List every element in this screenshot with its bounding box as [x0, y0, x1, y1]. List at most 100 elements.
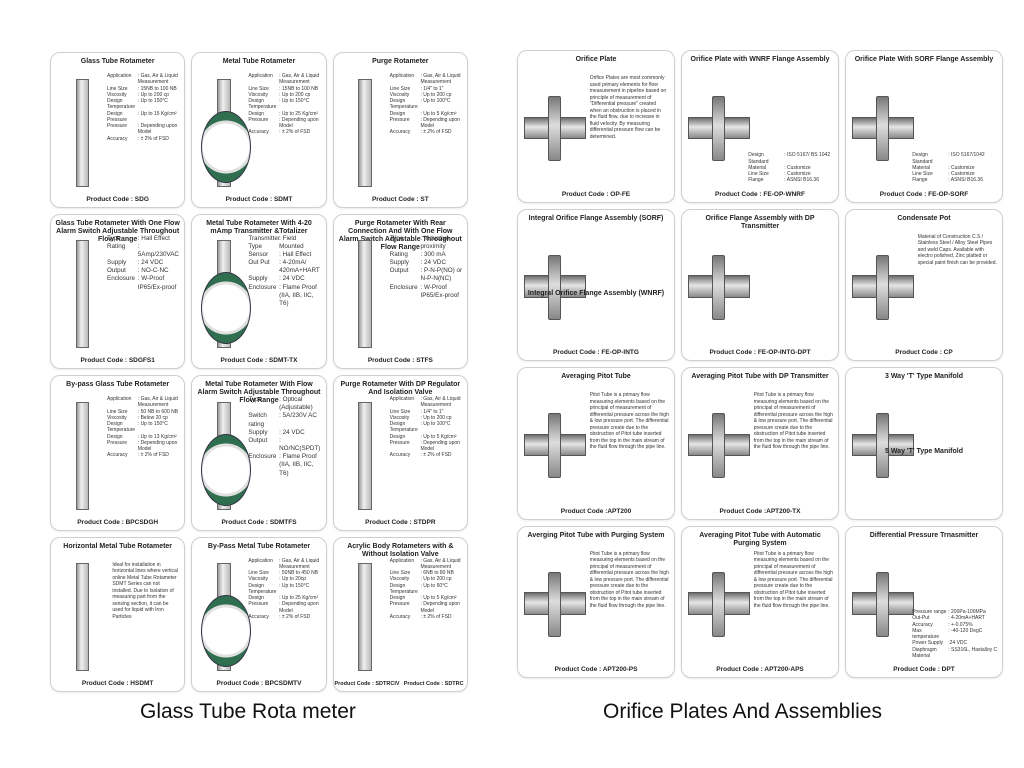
- spec-key: Viscosity: [107, 91, 127, 98]
- spec-row: Line Size: Customize: [748, 171, 834, 177]
- product-image: [524, 71, 587, 186]
- spec-value: :24 VDC: [948, 640, 968, 647]
- spec-key: Supply: [107, 259, 127, 267]
- spec-key: Accuracy: [389, 452, 411, 459]
- spec-key: Supply: [248, 428, 268, 436]
- spec-key: Enclosure: [389, 283, 418, 291]
- spec-row: Accuracy: ± 2% of FSD: [390, 129, 463, 135]
- product-image: [198, 396, 251, 514]
- spec-value: : Up to 200 cp: [420, 414, 452, 421]
- spec-row: Out-Put: 4-20mA+HART: [912, 615, 998, 621]
- spec-key: Supply: [248, 275, 268, 283]
- spec-value: : 5A/230V AC: [279, 412, 317, 420]
- spec-key: Type: [248, 396, 262, 403]
- spec-value: : W-Proof IP65/Ex-proof: [420, 283, 459, 299]
- product-title: Orifice Plate with WNRF Flange Assembly: [690, 56, 830, 63]
- flange: [875, 413, 889, 479]
- spec-row: Switch rating: 5A/230V AC: [248, 412, 321, 428]
- spec-row: Design Pressure: Up to 15 Kg/cm²: [107, 111, 180, 124]
- spec-value: : 15NB to 100 NB: [137, 85, 177, 92]
- product-title: Orifice Plate With SORF Flange Assembly: [854, 56, 994, 63]
- spec-value: : 24 VDC: [279, 428, 305, 436]
- spec-row: Design Temperature: Up to 100°C: [390, 98, 463, 111]
- product-code: Product Code : OP-FE: [561, 190, 631, 198]
- spec-row: Pressure: Depending upon Model: [390, 601, 463, 614]
- spec-key: Design Temperature: [389, 421, 418, 434]
- spec-key: Pressure: [248, 116, 269, 123]
- spec-row: Enclosure: Flame Proof (IIA, IIB, IIC, T…: [248, 284, 321, 309]
- product-title: Orifice Flange Assembly with DP Transmit…: [705, 214, 815, 230]
- spec-key: Viscosity: [389, 91, 410, 98]
- spec-row: Supply: 24 VDC: [107, 259, 180, 267]
- spec-row: Design Temperature: Up to 150°C: [107, 98, 180, 111]
- product-title: Metal Tube Rotameter: [222, 58, 296, 65]
- flange: [875, 254, 889, 320]
- product-image: [198, 558, 251, 676]
- rotameter-tube: [358, 78, 373, 187]
- spec-key: Diaphragm: [912, 646, 937, 653]
- spec-value: : Up to 15 Kg/cm²: [137, 110, 177, 117]
- product-image: [340, 396, 393, 514]
- spec-key: Material: [748, 164, 766, 171]
- product-image: [198, 73, 251, 191]
- spec-key: Material: [912, 652, 930, 659]
- spec-value: : 1/4" to 1": [420, 408, 444, 415]
- spec-value: : ± 2% of FSD: [420, 452, 452, 459]
- spec-value: : Up to 25 Kg/cm²: [279, 595, 319, 601]
- spec-row: Line Size: 15NB to 100 NB: [107, 86, 180, 92]
- spec-row: Design: Up to 25 Kg/cm²: [248, 111, 321, 117]
- spec-row: Viscosity: Below 20 cp: [107, 415, 180, 421]
- spec-row: Pressure: Depending upon Model: [390, 117, 463, 130]
- product-title: Purge Rotameter With Rear Connection And…: [338, 219, 462, 251]
- spec-row: Viscosity: Up to 20cp: [248, 576, 321, 582]
- spec-row: Design Temperature: Up to 100°C: [390, 421, 463, 434]
- product-title: Integral Orifice Flange Assembly (SORF): [528, 214, 664, 222]
- flow-gauge: [200, 272, 251, 345]
- product-title: Glass Tube Rotameter With One Flow Alarm…: [55, 219, 180, 243]
- spec-row: Pressure: Depending upon Model: [248, 117, 321, 130]
- spec-value: : W-Proof IP65/Ex-proof: [137, 275, 177, 291]
- spec-key: Accuracy: [912, 621, 933, 628]
- product-card: Metal Tube Rotameter With Flow Alarm Swi…: [191, 375, 327, 531]
- product-description: Pitot Tube is a primary flow measuring e…: [753, 392, 833, 450]
- spec-key: Material: [912, 164, 930, 171]
- spec-value: : ISO 5167/1042: [948, 152, 985, 159]
- spec-row: Accuracy: ± 2% of FSD: [107, 452, 180, 458]
- spec-row: Pressure: Depending upon Model: [390, 440, 463, 453]
- spec-value: : Up to 150°C: [279, 582, 310, 589]
- product-title: Horizontal Metal Tube Rotameter: [63, 542, 173, 550]
- spec-key: Pressure: [248, 601, 269, 608]
- spec-value: : 4-20mA+HART: [948, 615, 985, 622]
- product-title: Averaging Pitot Tube: [561, 373, 631, 380]
- product-card: Glass Tube Rotameter With One Flow Alarm…: [50, 213, 186, 369]
- product-code: Product Code : APT200-PS: [554, 666, 638, 673]
- spec-key: Accuracy: [248, 129, 269, 136]
- product-image: [852, 230, 915, 345]
- spec-row: Supply: 24 VDC: [390, 259, 463, 267]
- spec-value: : Up to 200 cp: [420, 91, 452, 98]
- spec-list: Application: Gas, Air & Liquid Measureme…: [390, 73, 463, 136]
- spec-value: : Up to 150°C: [137, 421, 168, 427]
- spec-row: Enclosure: Flame Proof (IIA, IIB, IIC, T…: [248, 453, 321, 478]
- spec-row: Flange: ASNSI B16.36: [748, 177, 834, 183]
- spec-list: Application: Gas, Air & Liquid Measureme…: [390, 558, 463, 621]
- spec-key: Accuracy: [248, 613, 269, 620]
- spec-key: Application: [389, 396, 415, 402]
- spec-value: : 50NB to 450 NB: [279, 570, 319, 576]
- spec-value: : SS316L, Hastalloy C: [948, 646, 998, 653]
- spec-value: : ASNSI B16.36: [948, 177, 983, 184]
- spec-value: : 50 NB to 600 NB: [137, 408, 179, 415]
- spec-key: Accuracy: [389, 613, 411, 620]
- spec-value: : Up to 5 Kg/cm²: [420, 433, 457, 440]
- spec-value: : NO-C-NC: [137, 267, 169, 275]
- spec-row: Rating: 5Amp/230VAC: [107, 243, 180, 259]
